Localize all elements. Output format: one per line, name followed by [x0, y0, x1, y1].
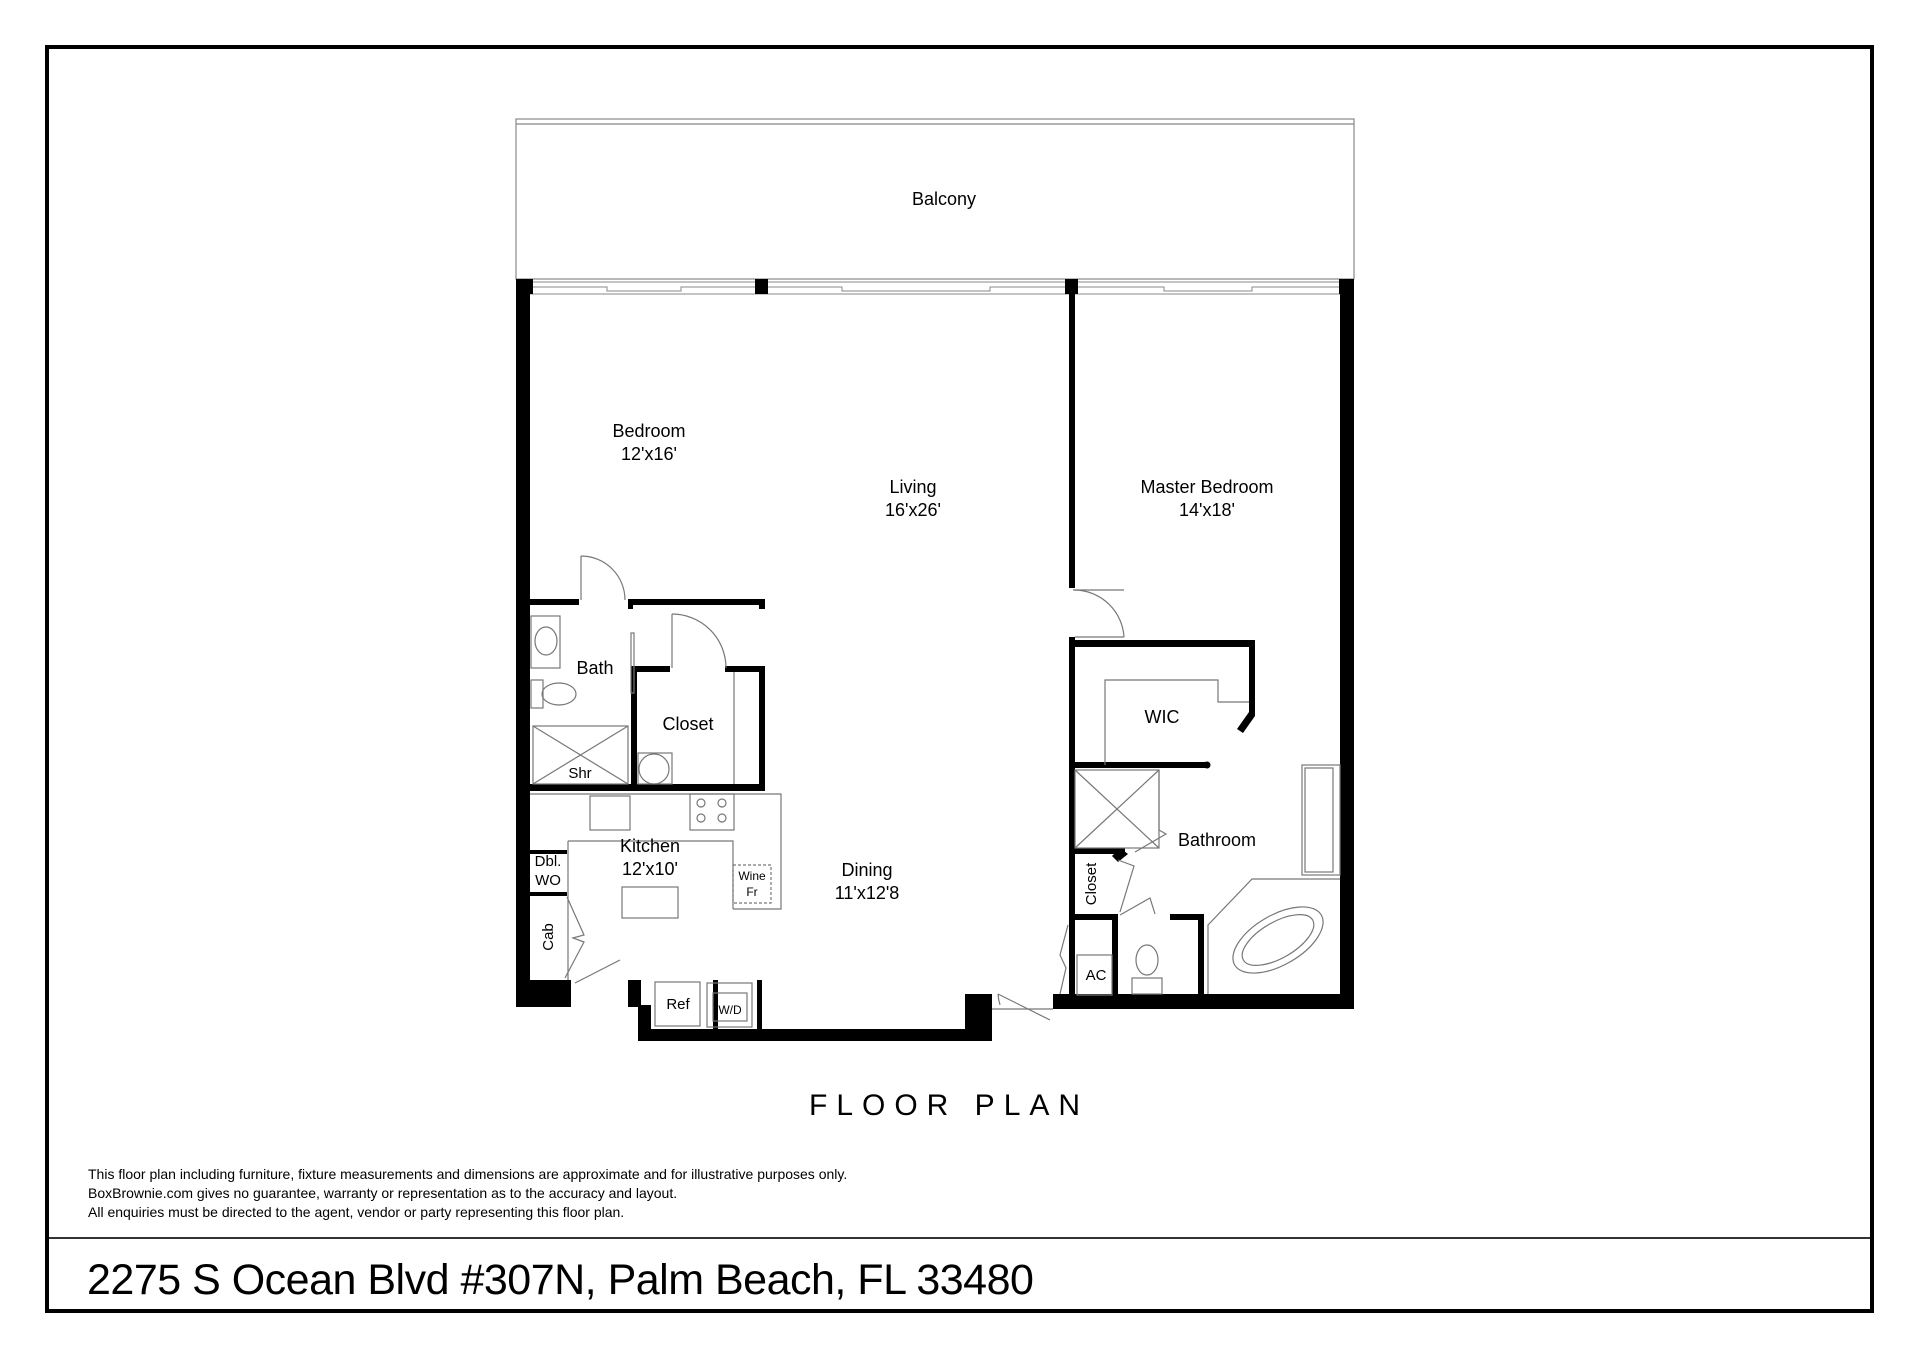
room-label-shower: Shr — [568, 765, 592, 782]
label-cab: Cab — [540, 923, 557, 951]
label-washer-dryer: W/D — [718, 1003, 742, 1017]
room-size-kitchen: 12'x10' — [622, 859, 678, 879]
room-label-bedroom: Bedroom — [612, 421, 686, 441]
fixtures — [530, 555, 1341, 1028]
property-address: 2275 S Ocean Blvd #307N, Palm Beach, FL … — [87, 1256, 1034, 1304]
room-label-master-bedroom: Master Bedroom — [1140, 477, 1274, 497]
divider — [49, 1237, 1870, 1239]
room-size-living: 16'x26' — [885, 500, 941, 520]
room-size-master-bedroom: 14'x18' — [1179, 500, 1235, 520]
floor-plan-sheet: FLOOR PLAN This floor plan including fur… — [45, 45, 1874, 1313]
disclaimer-line: BoxBrownie.com gives no guarantee, warra… — [88, 1185, 678, 1201]
label-dbl-wo-line1: Dbl. — [534, 853, 562, 870]
label-wine-fridge-line1: Wine — [738, 869, 766, 883]
room-label-bath: Bath — [576, 658, 614, 678]
room-label-dining: Dining — [841, 860, 893, 880]
windows — [530, 281, 1340, 295]
room-label-master-closet: Closet — [1083, 862, 1100, 906]
disclaimer-line: This floor plan including furniture, fix… — [88, 1166, 848, 1182]
room-label-balcony: Balcony — [911, 189, 977, 209]
room-label-ac: AC — [1085, 967, 1107, 984]
walls — [516, 279, 1354, 1041]
room-size-bedroom: 12'x16' — [621, 444, 677, 464]
label-wine-fridge-line2: Fr — [746, 885, 758, 899]
balcony-outline — [515, 118, 1355, 280]
disclaimer: This floor plan including furniture, fix… — [88, 1165, 847, 1222]
disclaimer-line: All enquiries must be directed to the ag… — [88, 1204, 625, 1220]
room-label-wic: WIC — [1144, 707, 1180, 727]
room-label-bathroom: Bathroom — [1177, 830, 1257, 850]
room-label-living: Living — [889, 477, 937, 497]
room-label-closet: Closet — [662, 714, 714, 734]
label-dbl-wo-line2: WO — [535, 872, 561, 889]
label-refrigerator: Ref — [666, 996, 690, 1013]
room-label-kitchen: Kitchen — [619, 836, 681, 856]
plan-title: FLOOR PLAN — [809, 1089, 1090, 1122]
room-size-dining: 11'x12'8 — [834, 883, 900, 903]
